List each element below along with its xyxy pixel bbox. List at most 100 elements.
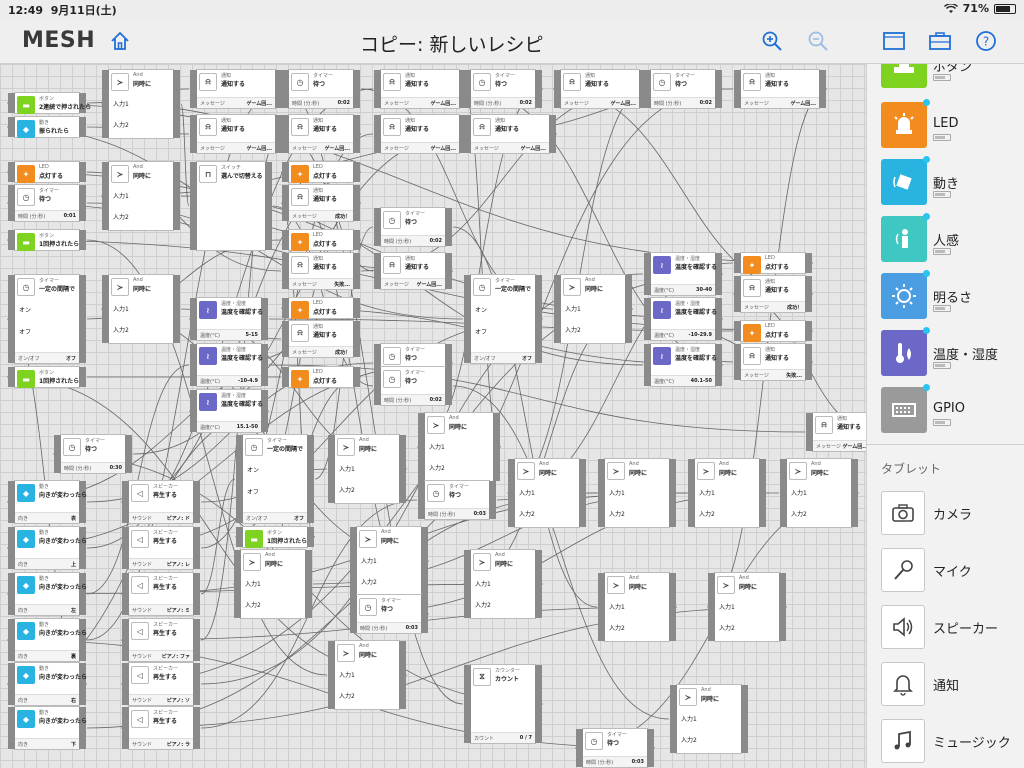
output-port[interactable] [79,93,86,113]
output-port[interactable] [193,663,200,705]
block-temp[interactable]: ≀温度・湿度温度を確認する温度(°C)30-40 [644,252,722,296]
output-port[interactable] [261,298,268,340]
output-port[interactable] [715,344,722,386]
input-port[interactable] [418,413,425,481]
output-port[interactable] [445,253,452,289]
input-port[interactable] [464,115,471,153]
output-port[interactable] [639,70,646,108]
input-port[interactable] [464,275,471,363]
input-port[interactable] [8,117,15,137]
output-port[interactable] [669,573,676,641]
input-port[interactable] [190,298,197,340]
block-speaker[interactable]: ◁スピーカー再生するサウンドピアノ: ド [122,480,200,524]
input-port[interactable] [122,619,129,661]
block-move[interactable]: ◆動き向きが変わったら向き右 [8,662,87,706]
block-timer[interactable]: ◷タイマー待つ時間 (分:秒)0:02 [374,207,452,247]
zoom-out-button[interactable] [806,29,830,53]
input-port[interactable] [8,707,15,749]
output-port[interactable] [715,253,722,295]
input-port[interactable] [464,70,471,108]
block-bell[interactable]: ⍾通知通知するメッセージ成功！ [282,320,360,358]
input-port[interactable] [734,344,741,380]
output-port[interactable] [79,185,86,221]
block-bell[interactable]: ⍾通知通知するメッセージ成功！ [734,275,812,313]
output-port[interactable] [353,321,360,357]
input-port[interactable] [8,367,15,387]
output-port[interactable] [193,481,200,523]
output-port[interactable] [421,595,428,633]
block-temp[interactable]: ≀温度・湿度温度を確認する温度(°C)-10-29.9 [644,297,722,341]
block-move[interactable]: ◆動き向きが変わったら向き上 [8,526,87,570]
block-timer[interactable]: ◷タイマー待つ時間 (分:秒)0:03 [350,594,428,634]
output-port[interactable] [79,619,86,661]
block-bell[interactable]: ⍾通知通知するメッセージゲーム回... [282,114,360,154]
input-port[interactable] [8,663,15,705]
palette-item-camera[interactable]: カメラ [881,491,1021,535]
block-bell[interactable]: ⍾通知通知するメッセージゲーム回... [374,252,452,290]
output-port[interactable] [305,550,312,618]
output-port[interactable] [715,70,722,108]
block-bell[interactable]: ⍾通知通知するメッセージ失敗... [282,252,360,290]
output-port[interactable] [669,459,676,527]
wire[interactable] [268,364,806,433]
output-port[interactable] [173,162,180,230]
block-timer[interactable]: ◷タイマー待つ時間 (分:秒)0:02 [464,69,542,109]
output-port[interactable] [353,185,360,221]
output-port[interactable] [489,481,496,519]
input-port[interactable] [670,685,677,753]
input-port[interactable] [374,367,381,405]
output-port[interactable] [353,298,360,318]
output-port[interactable] [535,275,542,363]
output-port[interactable] [805,253,812,273]
output-port[interactable] [779,573,786,641]
output-port[interactable] [353,162,360,182]
block-temp[interactable]: ≀温度・湿度温度を確認する温度(°C)-10-4.9 [190,343,268,387]
palette-item-button[interactable]: ボタン [881,64,1021,88]
input-port[interactable] [374,208,381,246]
palette-item-temp[interactable]: 温度・湿度 [881,327,1021,376]
block-bell[interactable]: ⍾通知通知するメッセージゲーム回... [554,69,646,109]
input-port[interactable] [688,459,695,527]
input-port[interactable] [282,298,289,318]
output-port[interactable] [549,115,556,153]
wire[interactable] [200,133,282,641]
block-timer[interactable]: ◷タイマー待つ時間 (分:秒)0:30 [54,434,132,474]
output-port[interactable] [805,321,812,341]
input-port[interactable] [102,162,109,230]
input-port[interactable] [282,185,289,221]
input-port[interactable] [122,527,129,569]
output-port[interactable] [265,162,272,250]
input-port[interactable] [554,70,561,108]
home-button[interactable] [108,29,132,53]
input-port[interactable] [8,275,15,363]
input-port[interactable] [644,344,651,386]
output-port[interactable] [79,367,86,387]
input-port[interactable] [234,550,241,618]
input-port[interactable] [374,115,381,153]
input-port[interactable] [282,253,289,289]
input-port[interactable] [554,275,561,343]
input-port[interactable] [734,253,741,273]
output-port[interactable] [535,70,542,108]
output-port[interactable] [193,573,200,615]
block-timer[interactable]: ◷タイマー待つ時間 (分:秒)0:01 [8,184,86,222]
wire[interactable] [86,239,328,676]
output-port[interactable] [79,573,86,615]
output-port[interactable] [353,367,360,387]
palette-item-speaker[interactable]: スピーカー [881,605,1021,649]
block-move[interactable]: ◆動き向きが変わったら向き表 [8,480,87,524]
output-port[interactable] [275,70,282,108]
output-port[interactable] [79,230,86,250]
output-port[interactable] [79,527,86,569]
output-port[interactable] [79,481,86,523]
input-port[interactable] [8,481,15,523]
block-temp[interactable]: ≀温度・湿度温度を確認する温度(°C)15.1-50 [190,389,268,433]
